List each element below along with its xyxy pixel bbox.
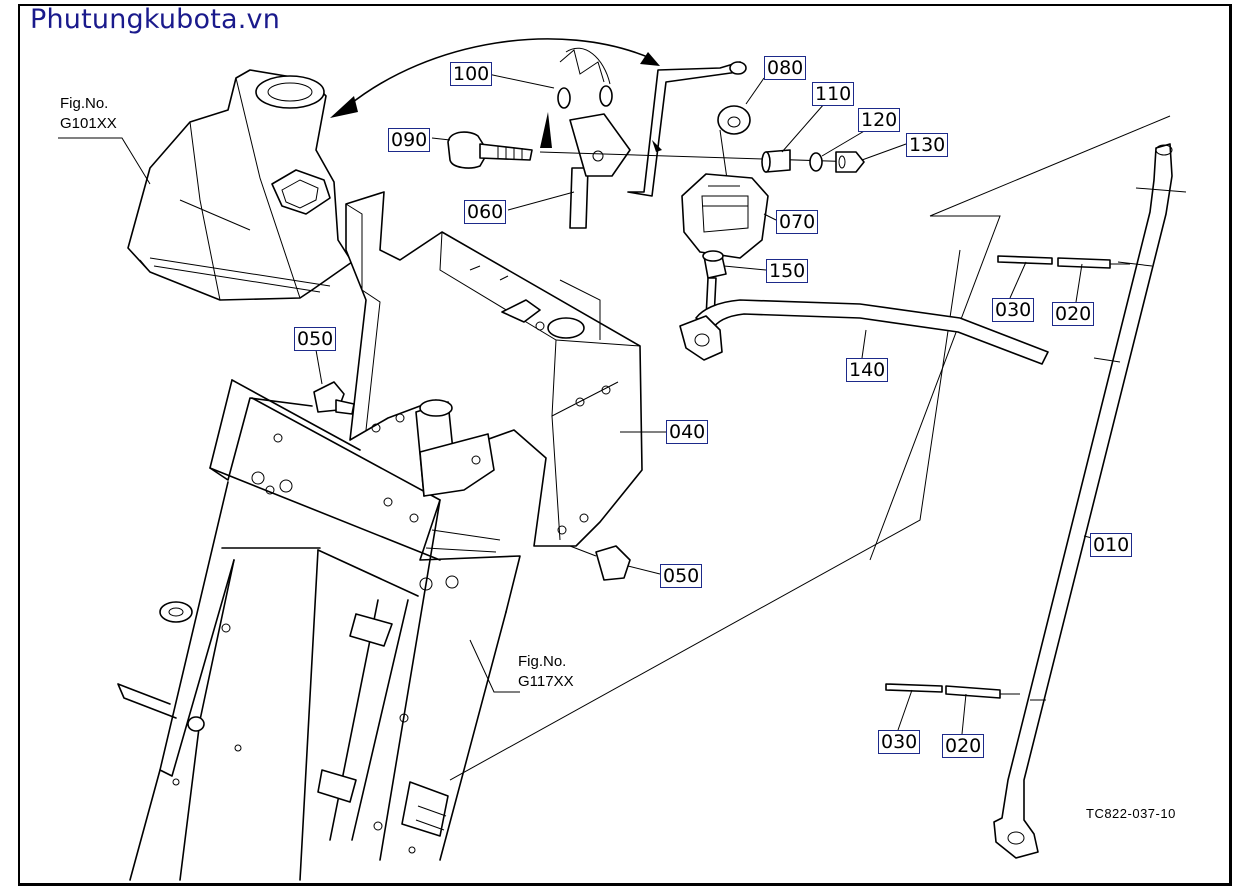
bracket-040 <box>345 191 643 547</box>
part-callout-030[interactable]: 030 <box>992 298 1035 322</box>
part-callout-140[interactable]: 140 <box>846 358 889 382</box>
figure-ref-number: G101XX <box>60 115 117 132</box>
figure-ref-number: G117XX <box>518 673 574 690</box>
rod-010 <box>993 143 1187 859</box>
part-callout-090[interactable]: 090 <box>388 128 431 152</box>
part-callout-050[interactable]: 050 <box>294 327 337 351</box>
fig-ref-leader <box>469 639 520 693</box>
part-callout-080[interactable]: 080 <box>764 56 807 80</box>
washer-080 <box>717 105 751 135</box>
fig-ref-leader <box>58 137 151 185</box>
rod-140 <box>679 299 1049 365</box>
lever-assembly <box>540 47 747 229</box>
part-callout-010[interactable]: 010 <box>1090 533 1133 557</box>
chassis-frame <box>117 379 521 881</box>
part-callout-040[interactable]: 040 <box>666 420 709 444</box>
figure-ref-label: Fig.No. <box>60 95 109 112</box>
part-callout-150[interactable]: 150 <box>766 259 809 283</box>
drawing-frame <box>18 4 1232 886</box>
nut-130 <box>835 151 865 173</box>
part-callout-020[interactable]: 020 <box>942 734 985 758</box>
column-cover <box>127 69 353 301</box>
figure-reference: Fig.No. G117XX <box>518 652 574 692</box>
drawing-code: TC822-037-10 <box>1086 806 1176 821</box>
arrow-head-icon <box>330 96 358 118</box>
part-callout-110[interactable]: 110 <box>812 82 855 106</box>
motion-arrow <box>347 38 651 107</box>
bolt-050 <box>313 381 355 415</box>
washer-120 <box>809 152 823 172</box>
pins <box>885 255 1130 699</box>
leader-line <box>929 115 1171 217</box>
bolt-150 <box>702 250 727 319</box>
part-callout-060[interactable]: 060 <box>464 200 507 224</box>
part-callout-070[interactable]: 070 <box>776 210 819 234</box>
bolt-090 <box>447 131 533 169</box>
watermark: Phutungkubota.vn <box>30 4 281 35</box>
part-callout-020[interactable]: 020 <box>1052 302 1095 326</box>
part-callout-120[interactable]: 120 <box>858 108 901 132</box>
part-callout-100[interactable]: 100 <box>450 62 493 86</box>
part-callout-130[interactable]: 130 <box>906 133 949 157</box>
part-callout-030[interactable]: 030 <box>878 730 921 754</box>
part-callout-050[interactable]: 050 <box>660 564 703 588</box>
bolt-050 <box>569 545 631 581</box>
figure-ref-label: Fig.No. <box>518 653 567 670</box>
figure-reference: Fig.No. G101XX <box>60 94 117 134</box>
grommet-070 <box>681 173 769 259</box>
